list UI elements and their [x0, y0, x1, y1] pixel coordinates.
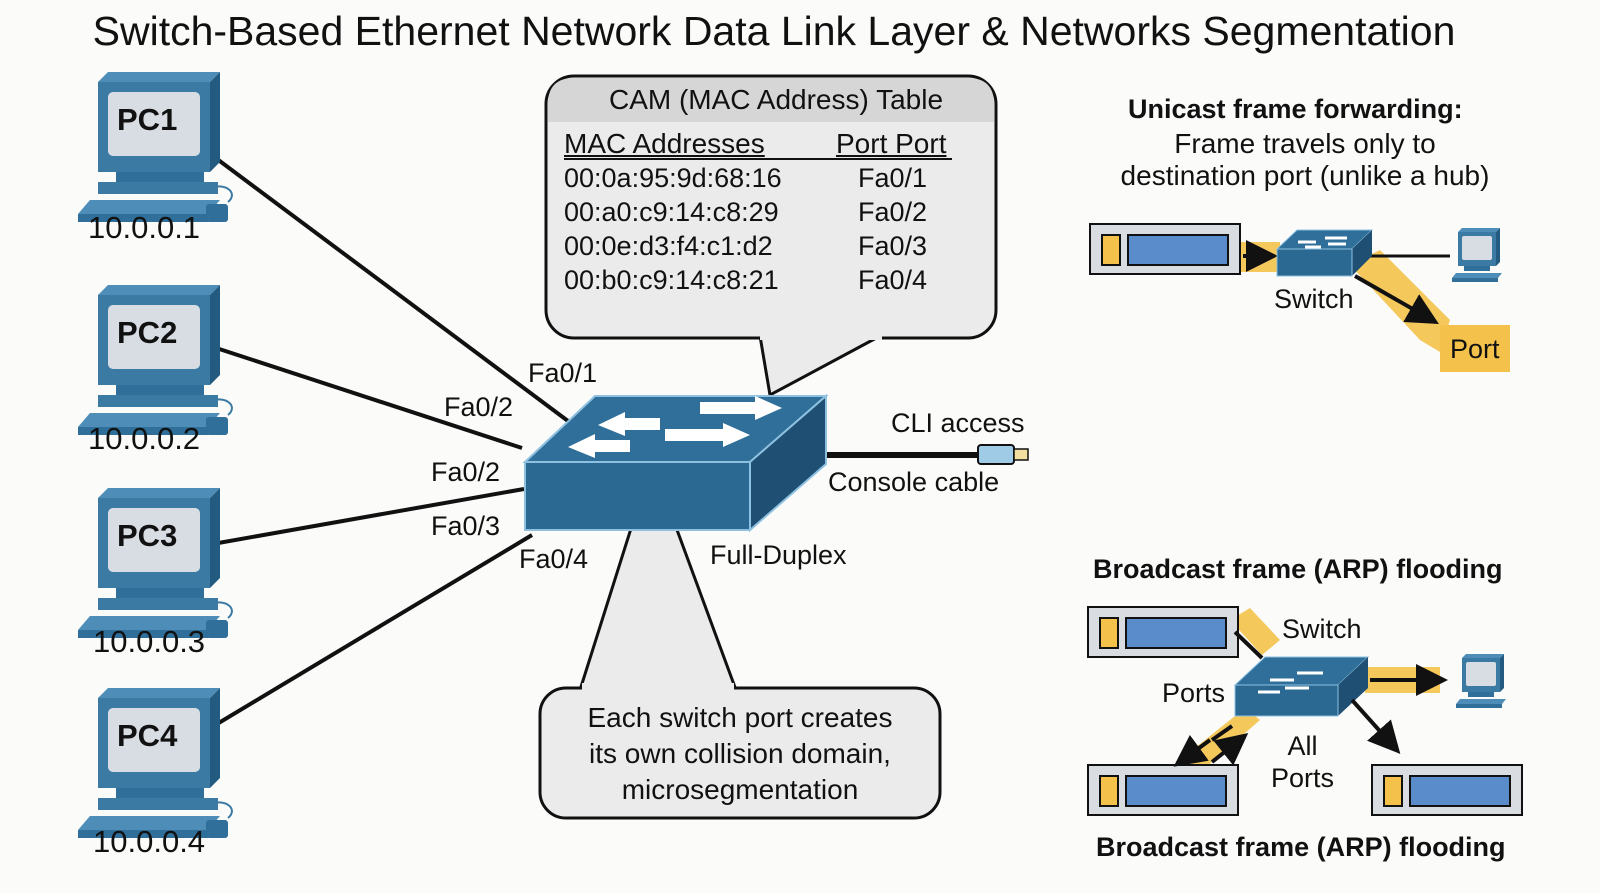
switch-arrow-right-icon	[665, 423, 750, 447]
cam-row-port: Fa0/1	[858, 163, 928, 193]
broadcast-all-ports-label: All Ports	[1260, 730, 1345, 794]
pc1-icon	[77, 71, 233, 223]
pc4-label: PC4	[117, 718, 178, 753]
unicast-diagram	[1089, 223, 1510, 372]
cam-header-port: Port Port	[836, 128, 947, 159]
port-label: Fa0/2	[431, 457, 501, 487]
cam-callout-pointer	[758, 334, 881, 398]
pc3-icon	[77, 487, 233, 639]
collision-domain-note: Each switch port creates its own collisi…	[540, 700, 940, 808]
diagram-title: Switch-Based Ethernet Network Data Link …	[92, 8, 1456, 54]
collision-line: its own collision domain,	[589, 738, 891, 769]
pc1-label: PC1	[117, 102, 178, 137]
pc2-label: PC2	[117, 315, 178, 350]
pc2-ip: 10.0.0.2	[88, 421, 201, 456]
unicast-heading: Unicast frame forwarding:	[1128, 94, 1463, 124]
console-connector	[977, 444, 1015, 465]
all-ports-line: All	[1287, 731, 1318, 761]
port-label: Fa0/3	[431, 511, 501, 541]
switch-arrow-left-icon	[568, 434, 630, 458]
broadcast-ports-label: Ports	[1162, 678, 1226, 708]
switch-arrow-left-icon	[598, 412, 660, 436]
cam-row-mac: 00:0e:d3:f4:c1:d2	[564, 231, 773, 261]
unicast-desc-line: Frame travels only to	[1174, 128, 1436, 159]
main-switch[interactable]	[522, 393, 829, 533]
cam-row-mac: 00:b0:c9:14:c8:21	[564, 265, 779, 295]
pc3-ip: 10.0.0.3	[93, 624, 206, 659]
pc4-ip: 10.0.0.4	[93, 824, 206, 859]
unicast-desc-line: destination port (unlike a hub)	[1120, 160, 1490, 191]
cam-row-mac: 00:0a:95:9d:68:16	[564, 163, 782, 193]
pc2-icon	[77, 284, 233, 436]
switch-arrow-right-icon	[700, 396, 782, 420]
unicast-desc: Frame travels only to destination port (…	[1100, 128, 1510, 192]
port-label: Fa0/2	[444, 392, 514, 422]
pc1-ip: 10.0.0.1	[88, 210, 201, 245]
pc-links	[203, 148, 574, 732]
pc4-icon	[77, 687, 233, 839]
broadcast-diagram	[1087, 606, 1523, 816]
cam-row-port: Fa0/3	[858, 231, 928, 261]
port-label: Fa0/1	[528, 358, 598, 388]
cam-header-rule	[564, 158, 952, 160]
port-label: Fa0/4	[519, 544, 589, 574]
collision-line: Each switch port creates	[587, 702, 893, 733]
collision-line: microsegmentation	[621, 774, 859, 805]
cam-row-port: Fa0/4	[858, 265, 928, 295]
all-ports-line: Ports	[1270, 763, 1335, 793]
broadcast-heading-top: Broadcast frame (ARP) flooding	[1093, 554, 1503, 584]
unicast-port-label: Port	[1450, 334, 1500, 364]
console-cable-label: Console cable	[828, 467, 1000, 497]
broadcast-heading-bottom: Broadcast frame (ARP) flooding	[1096, 832, 1506, 862]
collision-callout-box	[538, 686, 942, 820]
cam-header-mac: MAC Addresses	[564, 128, 765, 159]
pc3-label: PC3	[117, 518, 178, 553]
full-duplex-label: Full-Duplex	[710, 540, 847, 570]
unicast-switch-label: Switch	[1274, 284, 1354, 314]
broadcast-switch-label: Switch	[1282, 614, 1362, 644]
cli-access-label: CLI access	[891, 408, 1025, 438]
cam-table-title: CAM (MAC Address) Table	[608, 84, 944, 115]
cam-row-port: Fa0/2	[858, 197, 928, 227]
cam-row-mac: 00:a0:c9:14:c8:29	[564, 197, 779, 227]
